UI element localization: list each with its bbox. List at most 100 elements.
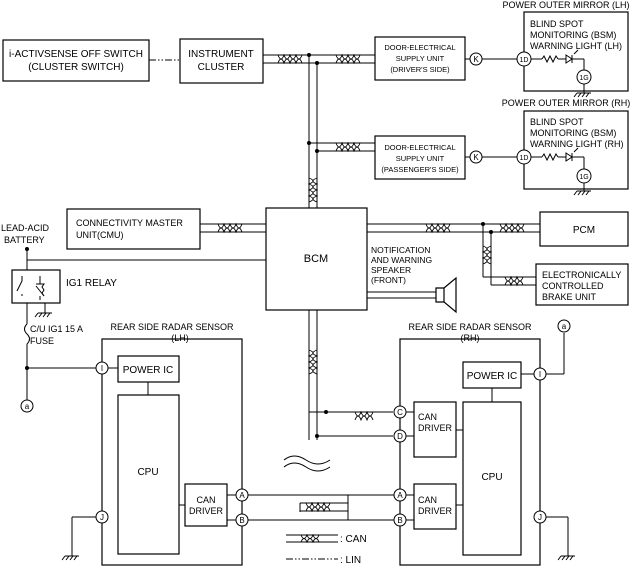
svg-text:CAN: CAN xyxy=(418,412,437,422)
svg-text:D: D xyxy=(397,432,403,441)
svg-text:C/U IG1 15 A: C/U IG1 15 A xyxy=(30,324,83,334)
terminal-k-passenger: K xyxy=(469,150,483,164)
fuse-icon xyxy=(24,323,30,345)
iactivsense-off-switch-box: i-ACTIVSENSE OFF SWITCH (CLUSTER SWITCH) xyxy=(2,39,150,82)
door-supply-unit-driver-box: DOOR-ELECTRICAL SUPPLY UNIT (DRIVER'S SI… xyxy=(374,36,466,81)
svg-text:A: A xyxy=(239,491,245,500)
ground-icon xyxy=(573,190,591,196)
svg-text:UNIT(CMU): UNIT(CMU) xyxy=(76,230,124,240)
svg-text:BCM: BCM xyxy=(304,253,328,265)
svg-text:I: I xyxy=(101,364,103,373)
terminal-b-lh: B xyxy=(235,513,249,527)
ref-a-left: a xyxy=(20,399,34,413)
can-driver-lh: CAN DRIVER xyxy=(184,483,228,527)
terminal-1g-lh: 1G xyxy=(576,69,592,85)
svg-text:i-ACTIVSENSE OFF SWITCH: i-ACTIVSENSE OFF SWITCH xyxy=(9,49,143,60)
svg-text:CAN: CAN xyxy=(196,495,215,505)
svg-text:ELECTRONICALLY: ELECTRONICALLY xyxy=(542,270,621,280)
twisted-pair-can xyxy=(335,141,361,153)
terminal-d-rh: D xyxy=(393,429,407,443)
ground-icon xyxy=(34,303,52,318)
svg-text:DOOR-ELECTRICAL: DOOR-ELECTRICAL xyxy=(384,143,455,152)
twisted-pair-can xyxy=(481,245,493,265)
svg-text:MONITORING (BSM): MONITORING (BSM) xyxy=(530,30,616,40)
terminal-1d-rh: 1D xyxy=(516,149,532,165)
svg-text:CONTROLLED: CONTROLLED xyxy=(542,281,604,291)
svg-text:K: K xyxy=(473,153,479,162)
can-driver-rh-lower: CAN DRIVER xyxy=(413,483,457,530)
svg-text:CPU: CPU xyxy=(481,472,502,483)
svg-text:DRIVER: DRIVER xyxy=(418,423,453,433)
terminal-k-driver: K xyxy=(469,52,483,66)
svg-text:AND WARNING: AND WARNING xyxy=(371,255,432,265)
legend-lin-label: : LIN xyxy=(340,555,361,566)
terminal-i-lh: I xyxy=(95,361,109,375)
terminal-a-rh: A xyxy=(393,488,407,502)
resistor-rh xyxy=(541,152,559,162)
legend: : CAN : LIN xyxy=(286,533,367,566)
legend-can-label: : CAN xyxy=(340,534,367,545)
svg-text:WARNING LIGHT (RH): WARNING LIGHT (RH) xyxy=(530,139,624,149)
terminal-j-lh: J xyxy=(95,510,109,524)
svg-text:(RH): (RH) xyxy=(461,333,480,343)
svg-text:1D: 1D xyxy=(520,155,529,162)
svg-text:J: J xyxy=(538,513,542,522)
battery-label: LEAD-ACID BATTERY xyxy=(1,223,50,245)
svg-text:I: I xyxy=(539,370,541,379)
twisted-pair-can xyxy=(335,53,361,65)
svg-text:K: K xyxy=(473,55,479,64)
svg-text:REAR SIDE RADAR SENSOR: REAR SIDE RADAR SENSOR xyxy=(110,322,234,332)
svg-text:POWER IC: POWER IC xyxy=(467,371,518,382)
svg-text:CONNECTIVITY MASTER: CONNECTIVITY MASTER xyxy=(76,218,183,228)
svg-text:(FRONT): (FRONT) xyxy=(371,275,406,285)
svg-text:SUPPLY UNIT: SUPPLY UNIT xyxy=(396,54,445,63)
svg-text:SPEAKER: SPEAKER xyxy=(371,265,411,275)
terminal-1d-lh: 1D xyxy=(516,51,532,67)
terminal-b-rh: B xyxy=(393,513,407,527)
fuse-label: C/U IG1 15 A FUSE xyxy=(30,324,83,346)
terminal-1g-rh: 1G xyxy=(576,168,592,184)
svg-text:SUPPLY UNIT: SUPPLY UNIT xyxy=(396,154,445,163)
svg-text:A: A xyxy=(397,491,403,500)
svg-text:FUSE: FUSE xyxy=(30,336,54,346)
can-driver-rh-upper: CAN DRIVER xyxy=(413,401,457,458)
svg-text:a: a xyxy=(25,402,30,411)
twisted-pair-can xyxy=(305,501,331,513)
door-supply-unit-passenger-box: DOOR-ELECTRICAL SUPPLY UNIT (PASSENGER'S… xyxy=(374,135,466,180)
ground-icon xyxy=(61,555,79,561)
svg-text:1G: 1G xyxy=(579,174,588,181)
svg-text:BLIND SPOT: BLIND SPOT xyxy=(530,19,584,29)
mirror-lh-title: POWER OUTER MIRROR (LH) xyxy=(503,0,630,10)
svg-text:B: B xyxy=(397,516,402,525)
svg-text:BRAKE UNIT: BRAKE UNIT xyxy=(542,292,597,302)
svg-text:DRIVER: DRIVER xyxy=(418,506,453,516)
twisted-pair-can xyxy=(307,349,319,375)
svg-text:CAN: CAN xyxy=(418,495,437,505)
svg-text:(CLUSTER SWITCH): (CLUSTER SWITCH) xyxy=(28,62,124,73)
svg-text:1G: 1G xyxy=(579,75,588,82)
svg-text:LEAD-ACID: LEAD-ACID xyxy=(1,223,50,233)
cpu-rh: CPU xyxy=(462,401,522,556)
terminal-j-rh: J xyxy=(533,510,547,524)
power-ic-rh: POWER IC xyxy=(462,361,522,389)
terminal-a-lh: A xyxy=(235,488,249,502)
speaker-label: NOTIFICATION AND WARNING SPEAKER (FRONT) xyxy=(371,245,432,285)
ref-a-right: a xyxy=(557,319,571,333)
svg-text:CPU: CPU xyxy=(137,467,158,478)
twisted-pair-can xyxy=(425,222,451,234)
svg-text:BLIND SPOT: BLIND SPOT xyxy=(530,117,584,127)
svg-text:J: J xyxy=(100,513,104,522)
brake-unit-box: ELECTRONICALLY CONTROLLED BRAKE UNIT xyxy=(535,263,629,306)
svg-text:INSTRUMENT: INSTRUMENT xyxy=(188,49,254,60)
svg-text:DRIVER: DRIVER xyxy=(189,506,224,516)
svg-text:IG1 RELAY: IG1 RELAY xyxy=(66,278,117,289)
speaker-icon xyxy=(435,276,457,314)
ground-icon xyxy=(573,92,591,98)
svg-text:REAR SIDE RADAR SENSOR: REAR SIDE RADAR SENSOR xyxy=(408,322,532,332)
wire-break-symbol xyxy=(283,455,331,472)
svg-text:1D: 1D xyxy=(520,57,529,64)
twisted-pair-can xyxy=(277,53,303,65)
ig1-relay: IG1 RELAY xyxy=(11,269,117,304)
cpu-lh: CPU xyxy=(117,394,180,555)
